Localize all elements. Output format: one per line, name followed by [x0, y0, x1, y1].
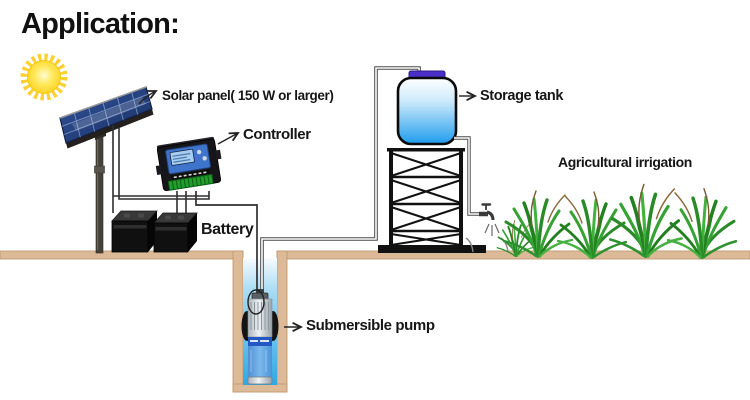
arrow-to-controller-label — [217, 133, 238, 145]
controller-label: Controller — [243, 126, 311, 143]
label-arrows — [138, 91, 475, 327]
tank-tower — [378, 148, 486, 253]
wiring — [112, 125, 210, 215]
water-pipe — [260, 66, 421, 297]
storage-tank-figure — [396, 70, 458, 146]
battery-right — [153, 212, 198, 253]
controller-figure — [155, 136, 222, 192]
submersible-pump-figure — [241, 289, 279, 385]
page-title: Application: — [21, 8, 180, 40]
storage-tank-label: Storage tank — [480, 88, 564, 104]
water-spray — [484, 223, 500, 236]
battery-label: Battery — [201, 221, 254, 238]
pump-power-cable — [195, 191, 258, 296]
solar-panel-figure — [59, 86, 154, 149]
tank-outlet-pipe — [454, 136, 480, 216]
solar-panel-pole — [94, 124, 106, 254]
submersible-pump-label: Submersible pump — [306, 317, 435, 334]
arrow-to-solar-panel-label — [138, 91, 156, 105]
tower-base — [378, 245, 486, 253]
faucet — [465, 203, 509, 253]
ground-sprout-left — [465, 237, 474, 253]
plants — [496, 182, 738, 259]
agricultural-irrigation-label: Agricultural irrigation — [558, 154, 692, 170]
battery-left — [111, 210, 158, 253]
solar-panel-label: Solar panel( 150 W or larger) — [162, 88, 334, 103]
pump-rope-loop — [247, 289, 265, 315]
sun-icon — [20, 53, 68, 101]
